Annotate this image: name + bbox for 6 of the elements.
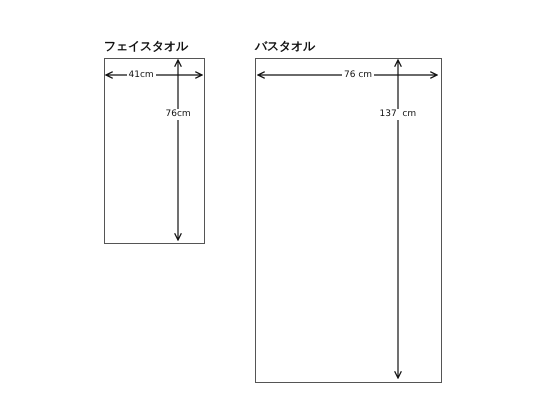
- dimension-label: 41cm: [126, 70, 156, 80]
- dimension-label: 137 cm: [378, 108, 418, 120]
- dimension-label: 76 cm: [342, 70, 374, 80]
- dimension-label: 76cm: [164, 108, 193, 120]
- towel-label: フェイスタオル: [104, 38, 188, 55]
- towel-label: バスタオル: [255, 38, 315, 55]
